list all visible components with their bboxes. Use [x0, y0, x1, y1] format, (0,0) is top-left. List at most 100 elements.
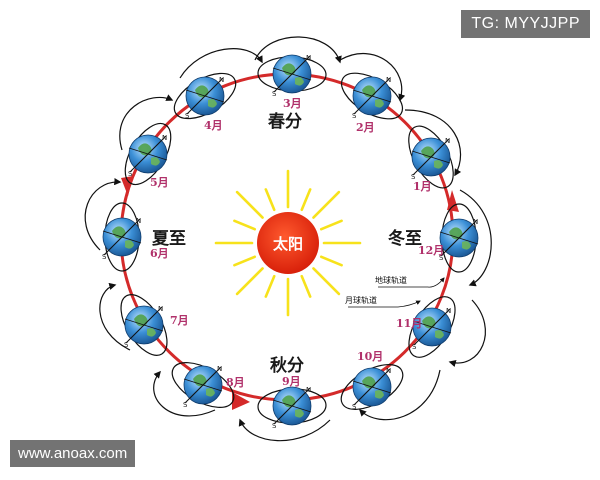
sun-ray [319, 255, 343, 267]
sun-ray [300, 274, 312, 298]
earth-continent [112, 226, 126, 239]
earth-equator [272, 399, 312, 413]
earth-continent [282, 63, 296, 76]
sun-rays [214, 169, 362, 317]
moon-orbit-arc [459, 189, 492, 287]
sun-ray [235, 190, 264, 219]
earth-continent [435, 330, 444, 339]
north-pole-label: N [386, 76, 391, 84]
month-label-mar: 3月 [283, 97, 302, 110]
south-pole-label: S [124, 341, 129, 349]
south-pole-label: S [272, 90, 277, 98]
month-label-sep: 9月 [282, 375, 301, 388]
season-label-winter: 冬至 [388, 228, 422, 249]
month-label-feb: 2月 [356, 121, 375, 134]
month-label-jun: 6月 [150, 247, 169, 260]
sun-ray [235, 267, 264, 296]
south-pole-label: S [352, 112, 357, 120]
watermark-bottom: www.anoax.com [10, 440, 136, 467]
earth-continent [462, 241, 471, 250]
earth-continent [282, 395, 296, 408]
earth-continent [295, 409, 304, 418]
earth-continent [375, 99, 384, 108]
sun-ray [312, 267, 341, 296]
moon-orbit-arc [404, 109, 462, 177]
orbit-arrow-left [121, 176, 133, 196]
earth-equator [183, 378, 223, 392]
month-label-apr: 4月 [204, 119, 223, 132]
earth-continent [434, 160, 443, 169]
north-pole-label: N [306, 54, 311, 62]
moon-orbit-annotation: 月球轨道 [345, 295, 421, 308]
earth-jul: NS [124, 305, 164, 349]
earth-equator [128, 147, 168, 161]
earth-equator [352, 380, 392, 394]
south-pole-label: S [272, 422, 277, 430]
earth-apr: NS [185, 76, 225, 120]
sun-ray [264, 188, 276, 212]
earth-equator [411, 150, 451, 164]
north-pole-label: N [217, 365, 222, 373]
moon-orbit-arc [339, 53, 406, 102]
moon-orbit-arc [254, 36, 342, 64]
south-pole-label: S [102, 253, 107, 261]
earth-feb: NS [352, 76, 392, 120]
north-pole-label: N [136, 217, 141, 225]
earth-continent [147, 328, 156, 337]
north-pole-label: N [386, 367, 391, 375]
north-pole-label: N [158, 305, 163, 313]
earth-sep: NS [272, 386, 312, 430]
month-label-jan: 1月 [413, 180, 432, 193]
earth-mar: NS [272, 54, 312, 98]
earth-equator [102, 230, 142, 244]
orbit-arrow-right [447, 190, 459, 212]
north-pole-label: N [445, 137, 450, 145]
north-pole-label: N [306, 386, 311, 394]
earth-continent [125, 240, 134, 249]
earth-continent [421, 146, 435, 159]
earth-continent [193, 374, 207, 387]
sun-label: 太阳 [273, 235, 303, 253]
sun: 太阳 [214, 169, 362, 317]
earth-oct: NS [352, 367, 392, 411]
sun-ray [233, 255, 257, 267]
sun-ray [300, 188, 312, 212]
earth-nov: NS [412, 307, 452, 351]
earth-equator [352, 89, 392, 103]
earth-continent [151, 157, 160, 166]
earth-orbit-label: 地球轨道 [375, 275, 407, 285]
moon-orbit-arc [99, 282, 131, 351]
sun-ray [233, 219, 257, 231]
earth-continent [208, 99, 217, 108]
earth-may: NS [128, 134, 168, 178]
moon-orbit-arc [179, 48, 263, 79]
moon-orbit-arc [84, 178, 122, 251]
south-pole-label: S [185, 112, 190, 120]
season-label-summer: 夏至 [152, 229, 186, 249]
earth-dec: NS [439, 218, 479, 262]
earth-continent [375, 390, 384, 399]
north-pole-label: N [162, 134, 167, 142]
earth-equator [272, 67, 312, 81]
month-label-may: 5月 [150, 176, 169, 189]
earth-continent [362, 85, 376, 98]
earth-equator [124, 318, 164, 332]
month-label-jul: 7月 [170, 314, 189, 327]
north-pole-label: N [219, 76, 224, 84]
earth-continent [449, 227, 463, 240]
earth-equator [439, 231, 479, 245]
moon-orbit-arc [153, 370, 216, 417]
earth-continent [295, 77, 304, 86]
earth-equator [185, 89, 225, 103]
season-label-spring: 春分 [268, 111, 302, 132]
south-pole-label: S [183, 401, 188, 409]
moon-orbit-arc [119, 94, 174, 151]
earth-jan: NS [411, 137, 451, 181]
month-label-aug: 8月 [226, 376, 245, 389]
moon-orbit-arc [358, 369, 441, 421]
sun-ray [319, 219, 343, 231]
sun-ray [312, 190, 341, 219]
